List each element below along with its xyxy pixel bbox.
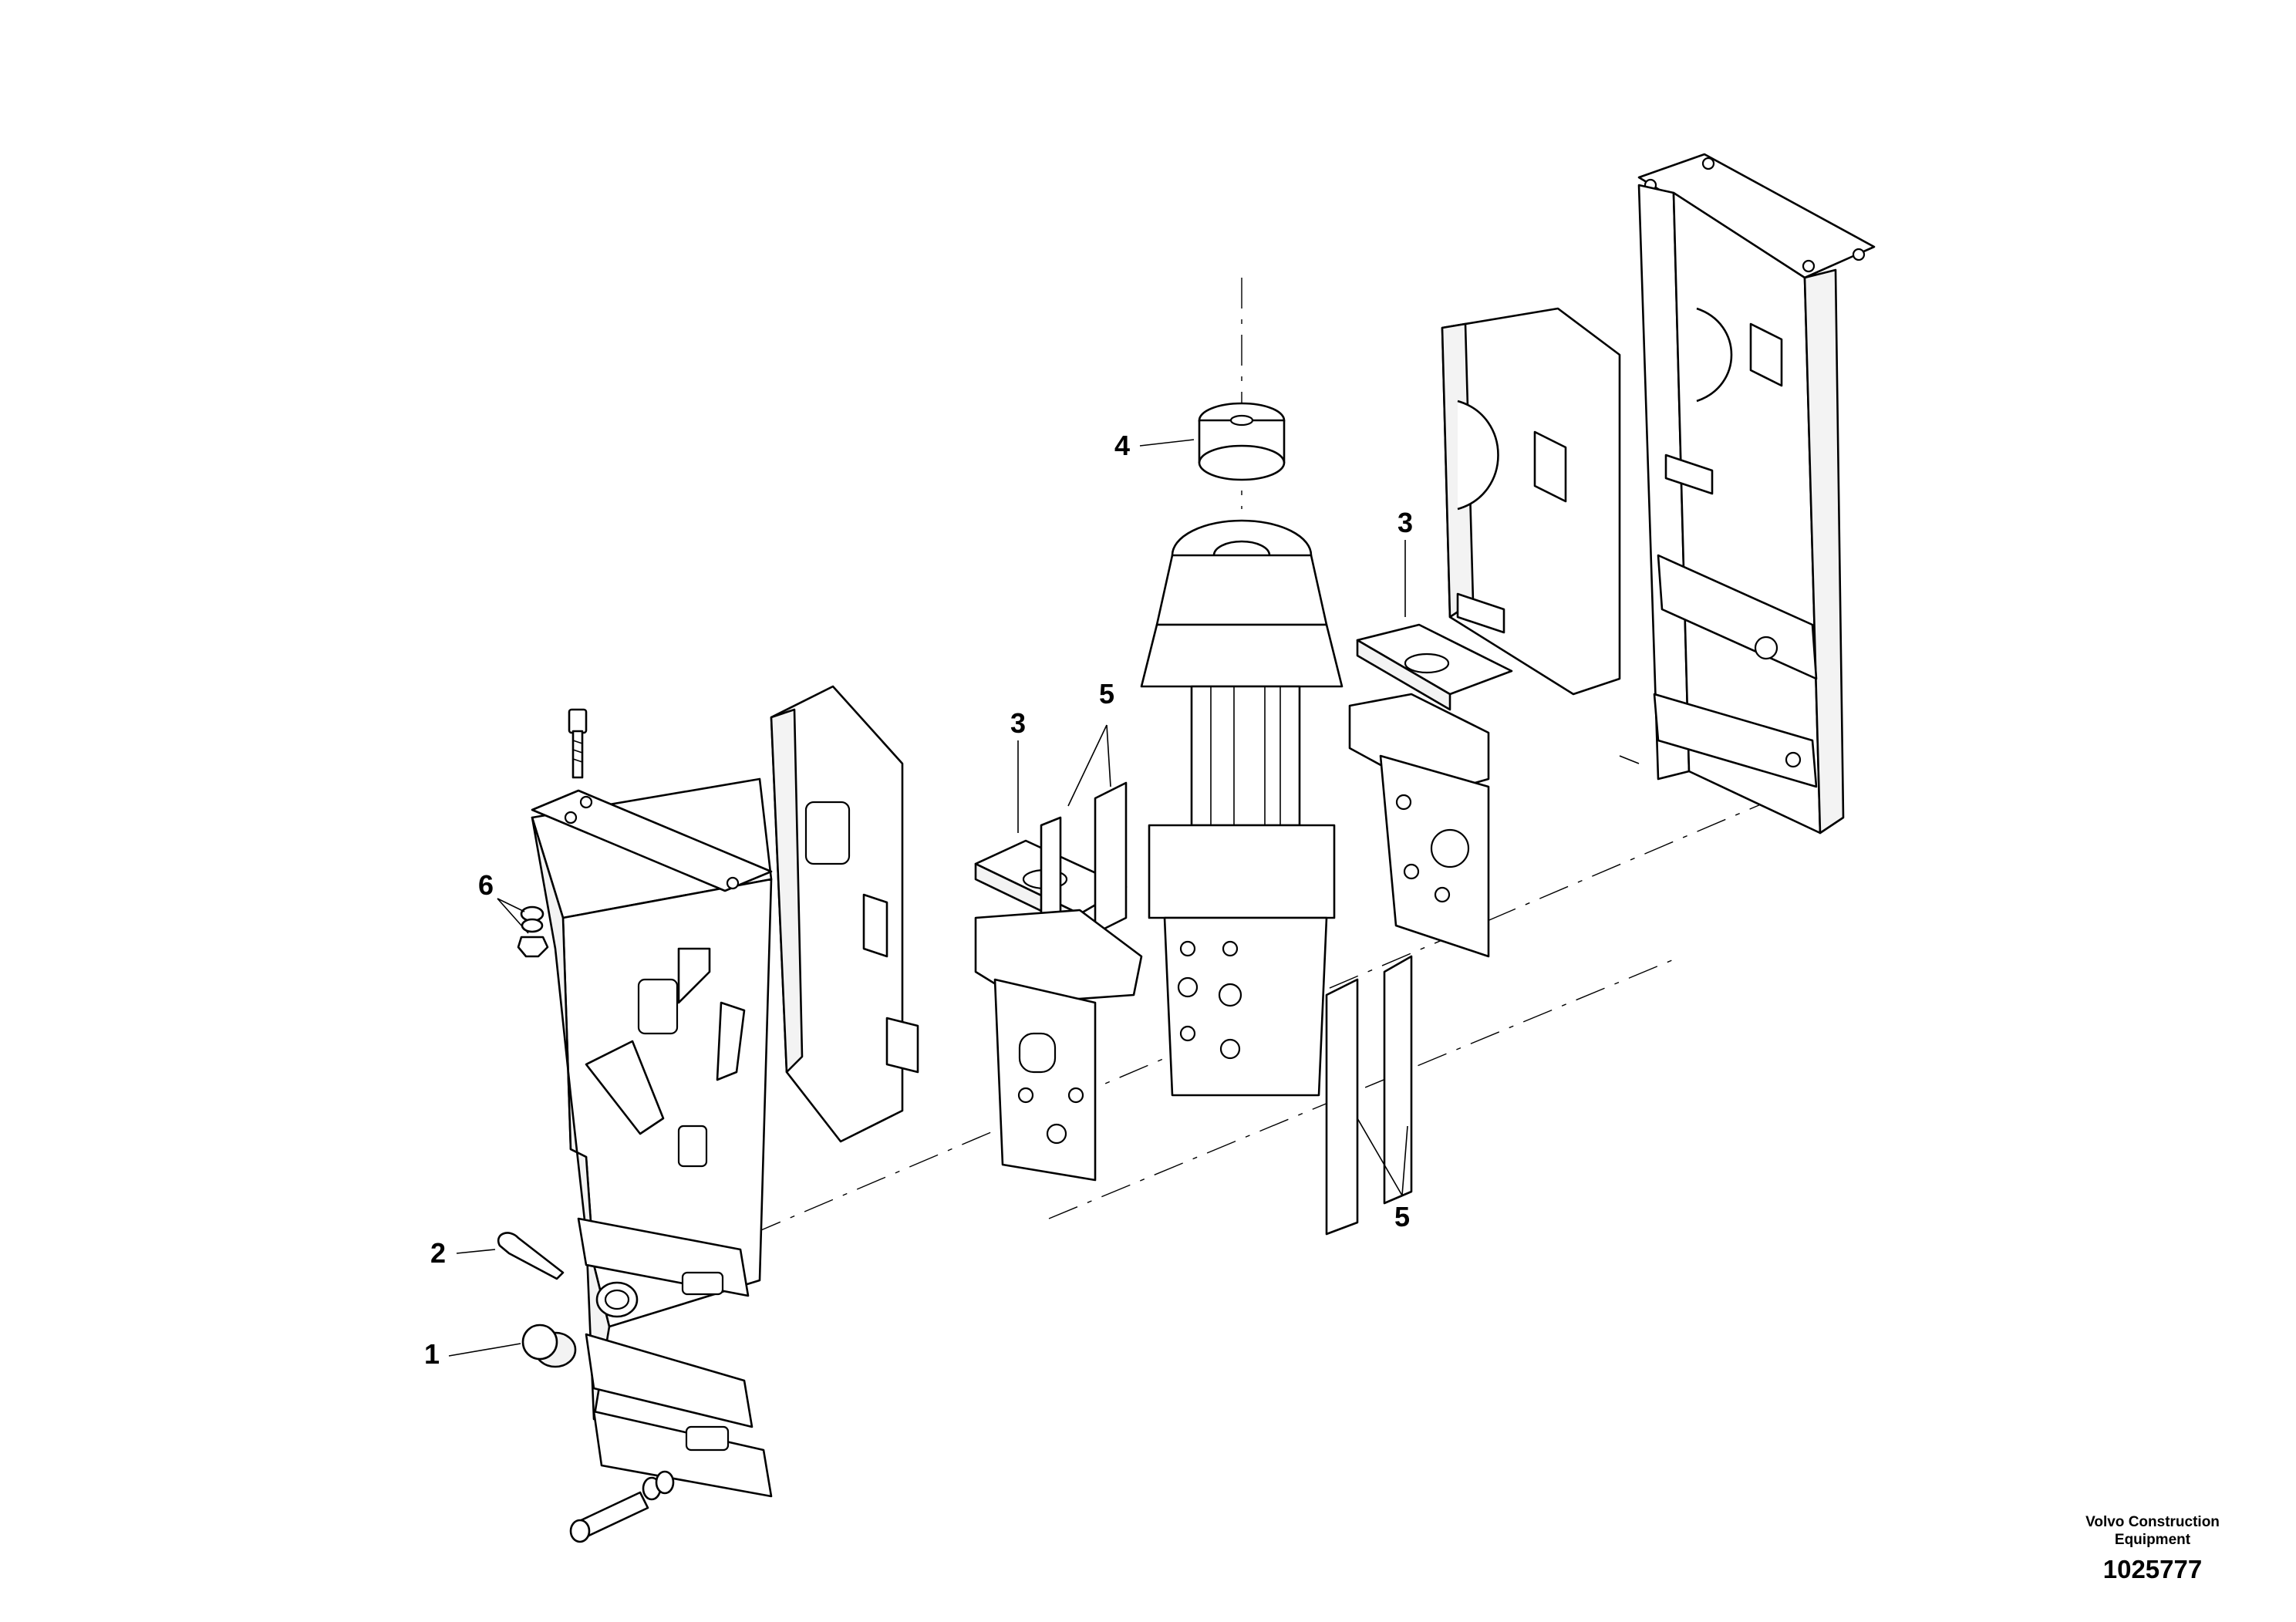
callout-2: 2 <box>430 1237 446 1269</box>
cotter-pin-icon <box>497 1232 565 1280</box>
nut-washer-icon <box>517 905 549 958</box>
rear-housing <box>1619 153 1876 835</box>
company-name: Volvo Construction Equipment <box>2052 1513 2253 1549</box>
guide-bushing <box>595 1281 639 1318</box>
callout-6: 6 <box>478 869 494 901</box>
wear-plate-rear <box>1441 307 1621 696</box>
damper-icon <box>1198 402 1286 481</box>
wear-strips-upper <box>1040 781 1128 943</box>
lower-bracket-left <box>974 909 1143 1182</box>
bolt-icon <box>568 708 588 779</box>
callout-4: 4 <box>1114 430 1130 461</box>
callout-3-right: 3 <box>1397 507 1413 538</box>
drawing-number: 1025777 <box>2102 1555 2203 1583</box>
leader-lines <box>448 439 1408 1357</box>
power-cell <box>1140 519 1344 1097</box>
bottom-bolt <box>569 1470 675 1543</box>
bushing-icon <box>521 1324 577 1368</box>
callout-5-lower: 5 <box>1394 1201 1410 1233</box>
wear-strips-lower <box>1325 955 1413 1236</box>
callout-3-left: 3 <box>1010 707 1026 739</box>
front-housing <box>531 777 773 1498</box>
lower-bracket-right <box>1348 693 1490 958</box>
callout-5-upper: 5 <box>1099 678 1114 710</box>
callout-1: 1 <box>424 1338 440 1370</box>
company-name-line2: Equipment <box>2114 1532 2191 1548</box>
wear-plate-front <box>770 685 919 1143</box>
upper-buffer-right <box>1356 623 1513 711</box>
company-name-line1: Volvo Construction <box>2085 1514 2220 1530</box>
